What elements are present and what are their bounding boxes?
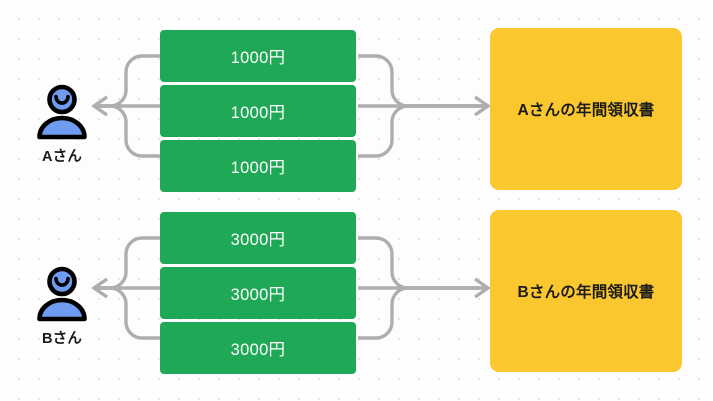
amount-box-a-1[interactable]: 1000円: [160, 30, 356, 82]
person-icon: [37, 266, 87, 322]
connector-left-group-b: [91, 236, 160, 340]
amount-box-b-2[interactable]: 3000円: [160, 267, 356, 319]
person-label-a: Aさん: [41, 149, 83, 165]
amount-label: 1000円: [230, 104, 286, 122]
person-icon: [37, 84, 87, 140]
amount-label: 3000円: [230, 231, 286, 249]
receipt-label: Bさんの年間領収書: [517, 284, 655, 301]
amount-box-a-2[interactable]: 1000円: [160, 85, 356, 137]
amount-box-b-1[interactable]: 3000円: [160, 212, 356, 264]
person-node-a[interactable]: Aさん: [14, 82, 110, 166]
amount-box-b-3[interactable]: 3000円: [160, 322, 356, 374]
connector-left-group-a: [91, 54, 160, 158]
connector-right-group-b: [358, 236, 491, 340]
amount-label: 3000円: [230, 341, 286, 359]
connector-right-group-a: [358, 54, 491, 158]
arrow-left-icon: [91, 95, 108, 117]
amount-label: 3000円: [230, 286, 286, 304]
arrow-right-icon: [474, 95, 491, 117]
amount-box-a-3[interactable]: 1000円: [160, 140, 356, 192]
arrow-right-icon: [474, 277, 491, 299]
receipt-box-a[interactable]: Aさんの年間領収書: [490, 28, 682, 190]
person-label-b: Bさん: [41, 331, 83, 347]
receipt-box-b[interactable]: Bさんの年間領収書: [490, 210, 682, 372]
arrow-left-icon: [91, 277, 108, 299]
amount-label: 1000円: [230, 49, 286, 67]
amount-label: 1000円: [230, 159, 286, 177]
person-node-b[interactable]: Bさん: [14, 264, 110, 348]
receipt-label: Aさんの年間領収書: [517, 102, 655, 119]
